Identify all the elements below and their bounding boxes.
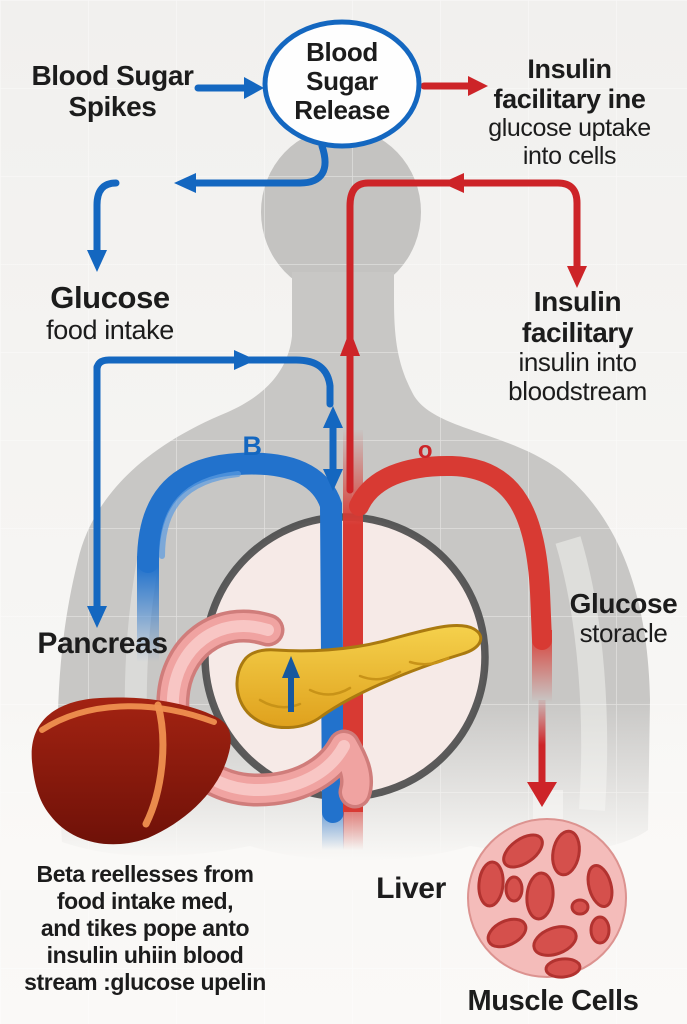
label-insulin-bloodstream: Insulin facilitary insulin into bloodstr…: [460, 286, 687, 406]
label-vessel-b: B: [242, 431, 262, 461]
liver-illustration: [31, 697, 231, 845]
label-line: insulin into: [518, 347, 637, 377]
label-line: Sugar: [306, 66, 378, 96]
label-line: Glucose: [569, 588, 678, 619]
blue-arrow-spikes-to-release: [194, 77, 264, 99]
pancreas-illustration: [235, 624, 483, 730]
label-line: Blood: [306, 37, 378, 67]
insulin-release-arrow-icon: [282, 656, 300, 712]
blood-sugar-release-oval: [262, 19, 422, 149]
label-vessel-o: o: [417, 437, 433, 464]
label-line: food intake: [46, 315, 174, 345]
muscle-cells-illustration: [467, 818, 627, 979]
label-line: facilitary: [521, 317, 634, 348]
label-insulin-uptake: Insulin facilitary ine glucose uptake in…: [452, 54, 687, 170]
blue-double-arrow: [323, 406, 343, 491]
label-beta-note: Beta reellesses from food intake med, an…: [0, 861, 290, 996]
label-muscle-cells: Muscle Cells: [467, 985, 639, 1017]
label-blood-sugar-release: Blood Sugar Release: [267, 38, 417, 125]
label-line: Blood Sugar: [31, 60, 194, 91]
label-pancreas: Pancreas: [37, 627, 168, 660]
label-line: insulin uhiin blood: [46, 942, 244, 968]
label-glucose-storage: Glucose storacle: [536, 588, 687, 648]
label-line: glucose uptake: [488, 114, 651, 142]
label-line: into cells: [522, 142, 617, 170]
label-line: and tikes pope anto: [40, 915, 250, 941]
label-line: Insulin: [527, 54, 612, 84]
red-flow-loop: [340, 173, 587, 494]
label-blood-sugar-spikes: Blood Sugar Spikes: [5, 60, 220, 122]
blue-flow-release-to-glucose: [87, 142, 329, 272]
blue-flow-glucose-to-vessel: [93, 350, 334, 408]
label-line: stream :glucose upelin: [24, 969, 266, 995]
red-down-arrow-storage: [527, 700, 557, 807]
label-line: storacle: [579, 618, 668, 648]
label-line: bloodstream: [508, 376, 647, 406]
label-glucose-food-intake: Glucose food intake: [10, 280, 210, 346]
label-line: Glucose: [50, 280, 170, 315]
label-line: Spikes: [68, 91, 157, 122]
label-line: Beta reellesses from: [36, 861, 254, 887]
label-line: facilitary ine: [493, 84, 646, 114]
label-line: Release: [294, 95, 390, 125]
label-line: food intake med,: [56, 888, 234, 914]
label-liver: Liver: [376, 872, 446, 905]
red-arrow-release-to-uptake: [420, 76, 488, 96]
blue-down-arrow-pancreas: [87, 363, 107, 628]
label-line: Insulin: [533, 286, 622, 317]
blue-vessel: [137, 452, 344, 850]
